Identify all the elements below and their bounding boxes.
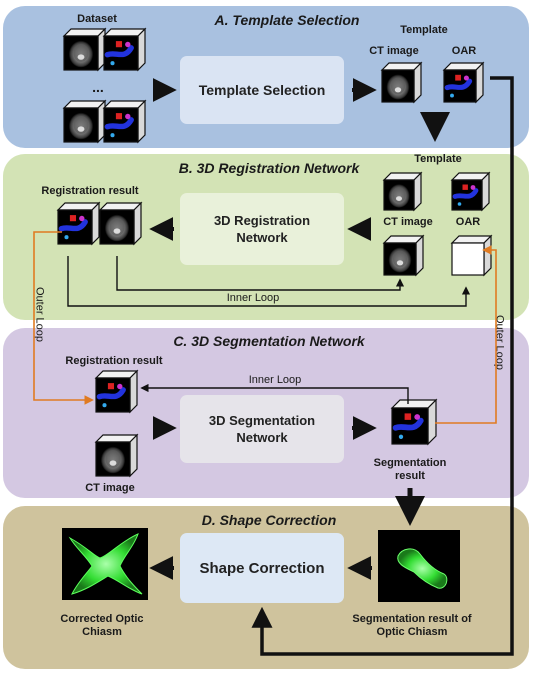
inner-loop-c-line bbox=[140, 383, 409, 404]
registration-result-oar-icon bbox=[56, 201, 101, 246]
shape-correction-box: Shape Correction bbox=[180, 533, 344, 603]
outer-loop-left-line bbox=[33, 231, 94, 405]
inner-loop-label-c: Inner Loop bbox=[248, 374, 302, 386]
inner-loop-b-line2 bbox=[67, 256, 471, 307]
template-oar-icon-b bbox=[450, 171, 491, 212]
panel-title-c: C. 3D Segmentation Network bbox=[173, 333, 365, 349]
ct-image-c-icon bbox=[94, 433, 139, 478]
empty-cube-icon bbox=[450, 234, 493, 277]
template-ct-icon-b bbox=[382, 234, 425, 277]
template-label-a: Template bbox=[400, 24, 448, 36]
seg-result-chiasm-label: Segmentation result of Optic Chiasm bbox=[352, 613, 472, 638]
dataset-label: Dataset bbox=[77, 13, 117, 25]
ct-image-label-a: CT image bbox=[369, 45, 419, 57]
template-selection-box: Template Selection bbox=[180, 56, 344, 124]
dataset-oar-icon-1 bbox=[102, 27, 147, 72]
registration-network-box: 3D Registration Network bbox=[180, 193, 344, 265]
segmentation-result-icon bbox=[390, 398, 438, 446]
corrected-chiasm-label: Corrected Optic Chiasm bbox=[60, 613, 144, 638]
dataset-oar-icon-2 bbox=[102, 99, 147, 144]
oar-feedback-line bbox=[251, 76, 514, 656]
template-ct-icon-a bbox=[380, 61, 423, 104]
template-oar-icon-a bbox=[442, 61, 485, 104]
ellipsis-label: ... bbox=[92, 79, 104, 95]
panel-title-a: A. Template Selection bbox=[214, 12, 360, 28]
registration-result-ct-icon bbox=[98, 201, 143, 246]
chiasm-render-seg-icon bbox=[397, 548, 448, 589]
oar-label-a: OAR bbox=[451, 45, 477, 57]
inner-loop-label-b: Inner Loop bbox=[226, 292, 280, 304]
ct-image-label-c: CT image bbox=[85, 482, 135, 494]
registration-result-c-icon bbox=[94, 369, 139, 414]
chiasm-render-corrected-icon bbox=[68, 533, 143, 595]
registration-result-label-b: Registration result bbox=[41, 185, 139, 197]
oar-label-b: OAR bbox=[455, 216, 481, 228]
inner-loop-b-line1 bbox=[116, 256, 405, 291]
template-ct-icon-b-top bbox=[382, 171, 423, 212]
segmentation-result-label-c: Segmentation result bbox=[373, 457, 447, 482]
segmentation-network-box: 3D Segmentation Network bbox=[180, 395, 344, 463]
template-label-b: Template bbox=[414, 153, 462, 165]
dataset-ct-icon-1 bbox=[62, 27, 107, 72]
registration-result-label-c: Registration result bbox=[65, 355, 163, 367]
ct-image-label-b: CT image bbox=[383, 216, 433, 228]
panel-title-d: D. Shape Correction bbox=[201, 512, 337, 528]
dataset-ct-icon-2 bbox=[62, 99, 107, 144]
panel-title-b: B. 3D Registration Network bbox=[178, 160, 360, 176]
outer-loop-right-line bbox=[435, 245, 497, 424]
